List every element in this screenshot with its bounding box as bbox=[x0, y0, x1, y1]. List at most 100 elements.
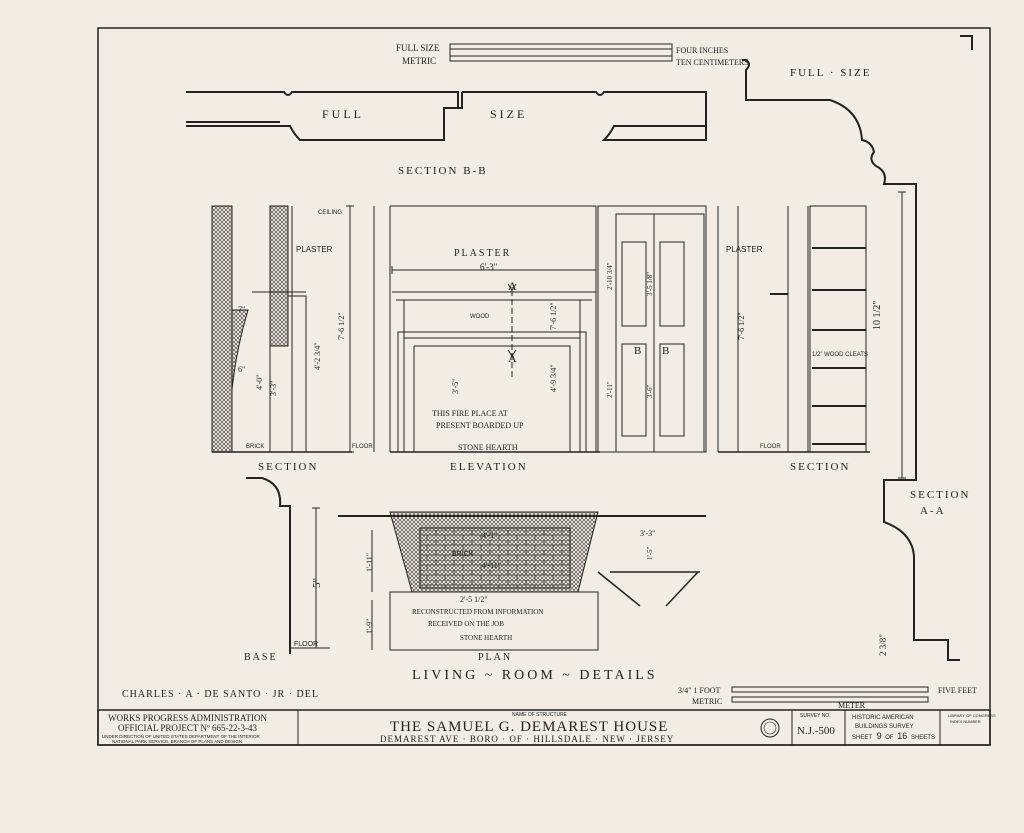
scale-four-inches-label: FOUR INCHES bbox=[676, 46, 728, 55]
habs-line-1: HISTORIC AMERICAN bbox=[852, 715, 914, 721]
left-section-drawing: CEILING PLASTER FLOOR BRICK 7'-6 1/2" 4'… bbox=[211, 205, 373, 453]
dim-1-5: 1'-5" bbox=[646, 546, 654, 560]
scale-metric-label: METRIC bbox=[402, 56, 436, 66]
dim-2-11: 2'-11" bbox=[606, 381, 614, 398]
cornice-profile-right: FULL · SIZE 10 1/2" SECTION A-A 2 3/8" bbox=[742, 35, 973, 661]
base-label: BASE bbox=[244, 652, 278, 663]
fireplace-plan: BRICK 4'-1" 4'-11" 2'-5 1/2" 3'-3" 1'-5"… bbox=[338, 511, 706, 651]
agency-line-3: UNDER DIRECTION OF UNITED STATES DEPARTM… bbox=[102, 734, 261, 739]
full-label-top: FULL bbox=[322, 107, 364, 121]
dim-4-2: 4'-2 3/4" bbox=[313, 342, 322, 370]
wood-cleats-label: 1/2" WOOD CLEATS bbox=[812, 352, 868, 358]
dim-2-8: 2 3/8" bbox=[878, 634, 888, 656]
dim-4-11: 4'-11" bbox=[482, 561, 501, 570]
floor-left-label: FLOOR bbox=[352, 444, 373, 450]
scale-meter-label: METER bbox=[838, 701, 866, 710]
dim-3-5b: 3'-5 1/8" bbox=[646, 272, 654, 296]
dim-3-6: 3'-6" bbox=[646, 384, 654, 398]
survey-number: N.J.-500 bbox=[797, 725, 835, 737]
full-size-profile-top: FULL SIZE bbox=[186, 91, 707, 141]
dim-2-10: 2'-10 3/4" bbox=[606, 262, 614, 290]
brick-left-label: BRICK bbox=[246, 444, 264, 450]
plan-note-3: STONE HEARTH bbox=[460, 634, 512, 642]
base-profile: 5" FLOOR bbox=[246, 477, 330, 654]
dim-7-6-center: 7'-6 1/2" bbox=[549, 302, 558, 330]
sheet-total: 16 bbox=[897, 731, 907, 741]
plaster-right-label: PLASTER bbox=[726, 245, 763, 254]
sheet-word: SHEET bbox=[852, 735, 872, 741]
floor-right-label: FLOOR bbox=[760, 444, 781, 450]
fireplace-elevation: PLASTER 6'-3" A A WOOD THIS FIRE PLACE A… bbox=[373, 205, 600, 453]
structure-location: DEMAREST AVE · BORO · OF · HILLSDALE · N… bbox=[380, 734, 674, 744]
survey-seal-icon bbox=[760, 718, 780, 738]
scale-metric-bottom-label: METRIC bbox=[692, 697, 722, 706]
ceiling-label: CEILING bbox=[318, 210, 342, 216]
loc-line-1: LIBRARY OF CONGRESS bbox=[948, 713, 996, 718]
survey-caption: SURVEY NO. bbox=[800, 713, 831, 719]
mark-b-left: B bbox=[634, 345, 641, 357]
section-left-label: SECTION bbox=[258, 461, 318, 473]
right-section-drawing: PLASTER FLOOR 7'-6 1/2" 1/2" WOOD CLEATS bbox=[717, 205, 870, 453]
full-size-label-right: FULL · SIZE bbox=[790, 67, 871, 79]
dim-3-3-plan: 3'-3" bbox=[640, 529, 655, 538]
main-title: LIVING ~ ROOM ~ DETAILS bbox=[412, 668, 658, 683]
dim-2-5: 2'-5 1/2" bbox=[460, 595, 488, 604]
mark-b-right: B bbox=[662, 345, 669, 357]
dim-7: 7" bbox=[238, 305, 245, 314]
agency-line-4: NATIONAL PARK SERVICE, BRANCH OF PLANS A… bbox=[112, 739, 242, 744]
loc-line-2: INDEX NUMBER bbox=[950, 719, 981, 724]
structure-name: THE SAMUEL G. DEMAREST HOUSE bbox=[390, 719, 668, 735]
size-label-top: SIZE bbox=[490, 107, 527, 121]
dim-7-6-right: 7'-6 1/2" bbox=[737, 312, 746, 340]
scale-five-feet-label: FIVE FEET bbox=[938, 686, 977, 695]
section-aa-label-2: A-A bbox=[920, 505, 946, 517]
sheet-count: SHEET 9 OF 16 SHEETS bbox=[852, 731, 935, 741]
brick-plan-label: BRICK bbox=[452, 551, 474, 558]
agency-line-2: OFFICIAL PROJECT Nº 665-22-3-43 bbox=[118, 723, 258, 733]
bottom-scale-bar: 3/4" 1 FOOT METRIC METER FIVE FEET bbox=[678, 686, 977, 710]
sheets-word: SHEETS bbox=[911, 735, 935, 741]
agency-line-1: WORKS PROGRESS ADMINISTRATION bbox=[108, 713, 268, 723]
mark-a-top: A bbox=[508, 279, 517, 293]
dim-6-3: 6'-3" bbox=[480, 262, 498, 272]
dim-6: 6" bbox=[238, 365, 245, 374]
dim-5: 5" bbox=[311, 578, 323, 588]
top-scale-bar: FULL SIZE METRIC FOUR INCHES TEN CENTIME… bbox=[396, 43, 749, 67]
dim-7-6-left: 7'-6 1/2" bbox=[337, 312, 346, 340]
scale-ten-cm-label: TEN CENTIMETERS bbox=[676, 58, 749, 67]
dim-1-9: 1'-9" bbox=[365, 619, 374, 634]
mark-a-bottom: A bbox=[508, 351, 517, 365]
dim-3-5: 3'-5" bbox=[451, 379, 460, 394]
wood-label: WOOD bbox=[470, 314, 490, 320]
title-block: WORKS PROGRESS ADMINISTRATION OFFICIAL P… bbox=[97, 709, 996, 746]
dim-3-3: 3'-3" bbox=[269, 381, 278, 396]
floor-base-label: FLOOR bbox=[294, 641, 318, 648]
section-bb-label: SECTION B-B bbox=[398, 165, 488, 177]
section-aa-label-1: SECTION bbox=[910, 489, 970, 501]
plan-note-1: RECONSTRUCTED FROM INFORMATION bbox=[412, 608, 543, 616]
dim-4-0: 4'-0" bbox=[255, 375, 264, 390]
dim-4-1: 4'-1" bbox=[482, 531, 497, 540]
elevation-label: ELEVATION bbox=[450, 461, 528, 473]
sheet-number: 9 bbox=[877, 731, 882, 741]
fireplace-note-1: THIS FIRE PLACE AT bbox=[432, 409, 508, 418]
section-right-label: SECTION bbox=[790, 461, 850, 473]
cupboard-door-elevation: B B 2'-10 3/4" 3'-5 1/8" 2'-11" 3'-6" bbox=[597, 205, 707, 453]
name-caption: NAME OF STRUCTURE bbox=[512, 712, 568, 718]
sheet-of: OF bbox=[885, 735, 894, 741]
plan-label: PLAN bbox=[478, 652, 512, 663]
fireplace-note-2: PRESENT BOARDED UP bbox=[436, 421, 524, 430]
dim-4-9: 4'-9 3/4" bbox=[549, 364, 558, 392]
delineator-credit: CHARLES · A · DE SANTO · JR · DEL bbox=[122, 689, 319, 700]
plan-note-2: RECEIVED ON THE JOB bbox=[428, 620, 504, 628]
stone-hearth-label: STONE HEARTH bbox=[458, 443, 518, 452]
scale-foot-label: 3/4" 1 FOOT bbox=[678, 686, 720, 695]
scale-full-size-label: FULL SIZE bbox=[396, 43, 440, 53]
habs-line-2: BUILDINGS SURVEY bbox=[855, 724, 914, 730]
plaster-left-label: PLASTER bbox=[296, 245, 333, 254]
dim-1-11: 1'-11" bbox=[365, 553, 374, 572]
dim-10-half: 10 1/2" bbox=[872, 301, 883, 330]
plaster-center-label: PLASTER bbox=[454, 248, 511, 259]
